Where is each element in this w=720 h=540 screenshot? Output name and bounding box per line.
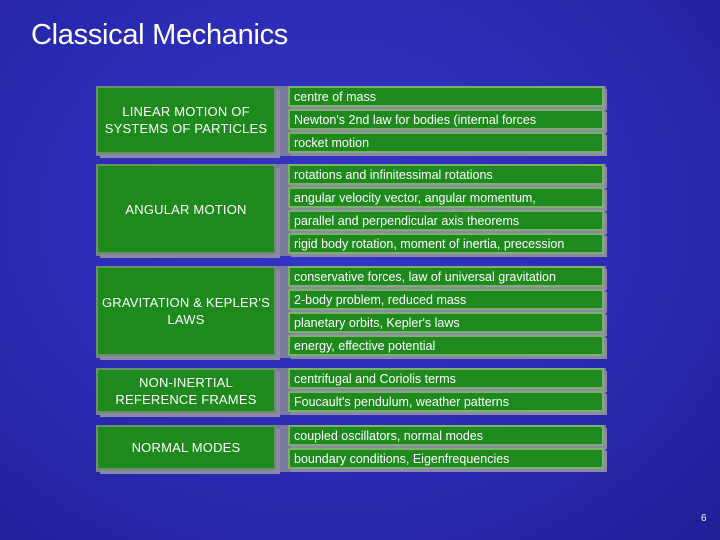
page-number: 6 <box>701 513 707 524</box>
item-coupled-oscillators: coupled oscillators, normal modes <box>288 425 604 446</box>
slide-title: Classical Mechanics <box>31 19 288 51</box>
item-rotations: rotations and infinitessimal rotations <box>288 164 604 185</box>
item-foucault-pendulum: Foucault's pendulum, weather patterns <box>288 391 604 412</box>
item-angular-velocity: angular velocity vector, angular momentu… <box>288 187 604 208</box>
item-two-body-problem: 2-body problem, reduced mass <box>288 289 604 310</box>
item-centrifugal-coriolis: centrifugal and Coriolis terms <box>288 368 604 389</box>
topic-gravitation: GRAVITATION & KEPLER'S LAWS <box>96 266 276 356</box>
item-planetary-orbits: planetary orbits, Kepler's laws <box>288 312 604 333</box>
topic-non-inertial-frames: NON-INERTIAL REFERENCE FRAMES <box>96 368 276 413</box>
item-centre-of-mass: centre of mass <box>288 86 604 107</box>
item-energy-potential: energy, effective potential <box>288 335 604 356</box>
item-rocket-motion: rocket motion <box>288 132 604 153</box>
topic-linear-motion: LINEAR MOTION OF SYSTEMS OF PARTICLES <box>96 86 276 154</box>
topic-normal-modes: NORMAL MODES <box>96 425 276 470</box>
item-conservative-forces: conservative forces, law of universal gr… <box>288 266 604 287</box>
item-axis-theorems: parallel and perpendicular axis theorems <box>288 210 604 231</box>
topic-angular-motion: ANGULAR MOTION <box>96 164 276 254</box>
item-boundary-conditions: boundary conditions, Eigenfrequencies <box>288 448 604 469</box>
item-rigid-body-rotation: rigid body rotation, moment of inertia, … <box>288 233 604 254</box>
item-newtons-2nd-law: Newton's 2nd law for bodies (internal fo… <box>288 109 604 130</box>
